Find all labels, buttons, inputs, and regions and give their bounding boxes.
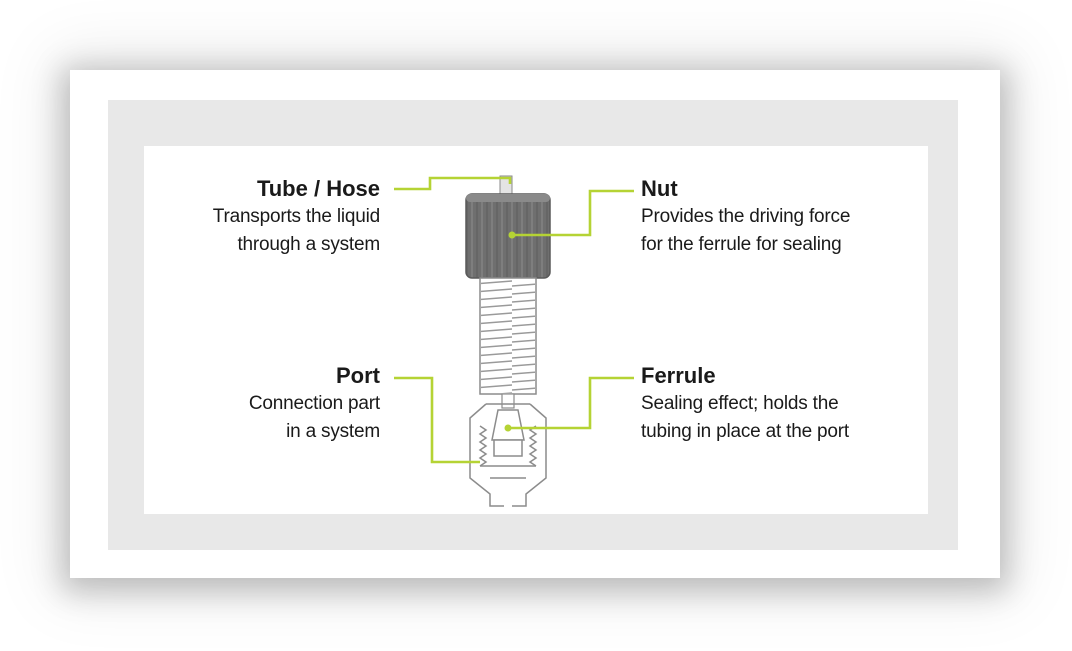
tube-desc-line1: Transports the liquid: [212, 206, 380, 227]
ferrule-leader: [508, 376, 634, 430]
nut-shape: [465, 193, 551, 279]
port-title: Port: [336, 363, 380, 388]
port-leader: [394, 376, 480, 464]
tube-title: Tube / Hose: [256, 176, 380, 201]
ferrule-desc-line2: tubing in place at the port: [641, 421, 849, 442]
port-shape: [469, 403, 547, 507]
tube-label: Tube / Hose Transports the liquid throug…: [213, 176, 380, 260]
tube-desc-line2: through a system: [237, 234, 380, 255]
thread-shank-shape: [479, 277, 537, 395]
ferrule-label: Ferrule Sealing effect; holds the tubing…: [641, 363, 849, 447]
ferrule-desc-line1: Sealing effect; holds the: [641, 393, 839, 414]
nut-title: Nut: [641, 176, 678, 201]
nut-leader: [512, 189, 634, 237]
ferrule-leader-dot: [504, 424, 512, 432]
port-label: Port Connection part in a system: [249, 363, 380, 447]
nut-desc-line1: Provides the driving force: [641, 206, 851, 227]
port-desc-line2: in a system: [286, 421, 380, 442]
port-desc-line1: Connection part: [248, 393, 380, 414]
nut-leader-dot: [508, 231, 516, 239]
tube-leader: [394, 176, 512, 191]
nut-desc-line2: for the ferrule for sealing: [641, 234, 842, 255]
ferrule-title: Ferrule: [641, 363, 716, 388]
nut-label: Nut Provides the driving force for the f…: [641, 176, 850, 260]
